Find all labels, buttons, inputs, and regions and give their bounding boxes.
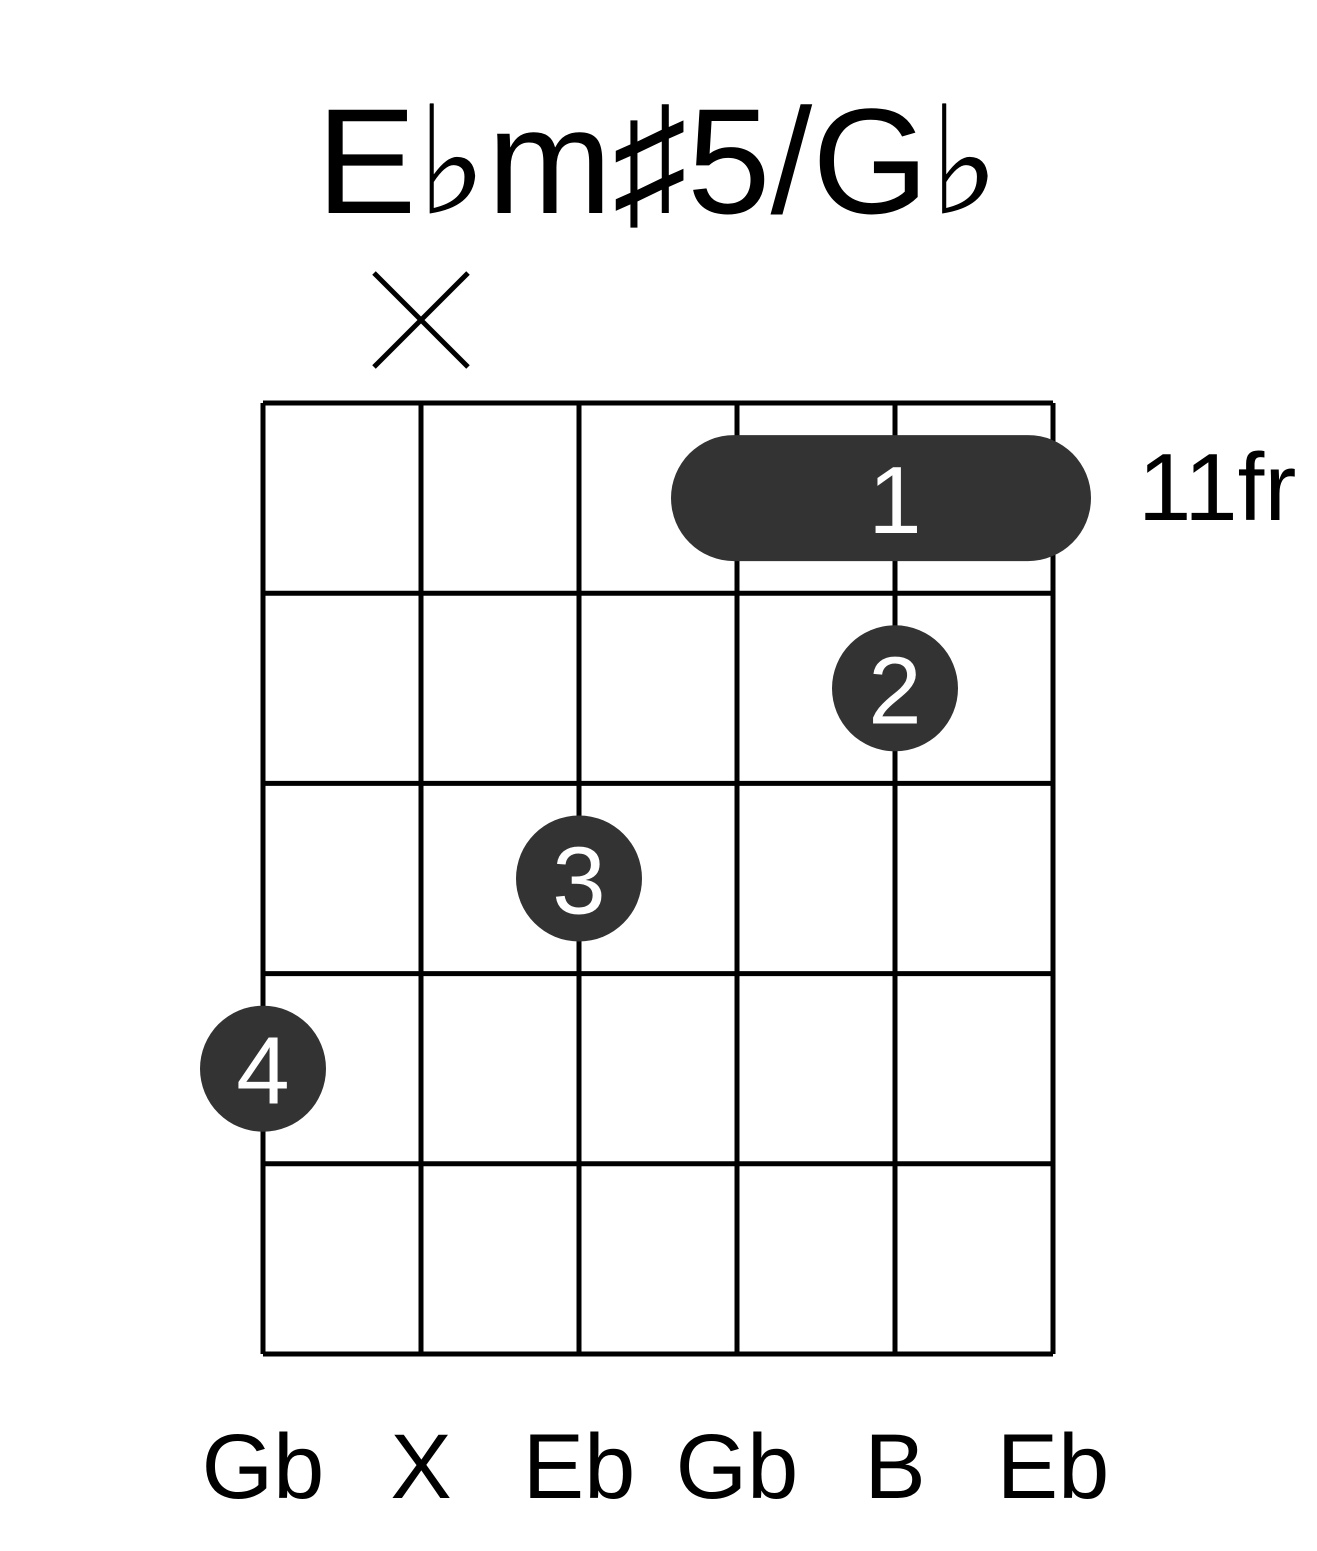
finger-markers: 1 2 3 4 <box>200 435 1091 1132</box>
string-note-label: X <box>390 1416 451 1518</box>
string-note-labels: Gb X Eb Gb B Eb <box>202 1416 1110 1518</box>
mute-x-icon <box>372 271 470 369</box>
start-fret-label: 11fr <box>1138 434 1296 541</box>
finger-number: 2 <box>868 637 921 744</box>
string-note-label: Eb <box>523 1416 636 1518</box>
finger-number: 3 <box>552 828 605 935</box>
finger-number: 4 <box>236 1018 289 1125</box>
finger-number: 1 <box>868 447 921 554</box>
string-note-label: B <box>864 1416 925 1518</box>
string-note-label: Gb <box>676 1416 799 1518</box>
finger-dot <box>832 625 958 752</box>
string-note-label: Gb <box>202 1416 325 1518</box>
string-note-label: Eb <box>997 1416 1110 1518</box>
mute-markers <box>372 271 470 369</box>
finger-dot <box>516 815 642 942</box>
chord-title: E♭m♯5/G♭ <box>316 77 999 245</box>
finger-dot <box>200 1005 326 1132</box>
barre-marker <box>671 435 1091 562</box>
